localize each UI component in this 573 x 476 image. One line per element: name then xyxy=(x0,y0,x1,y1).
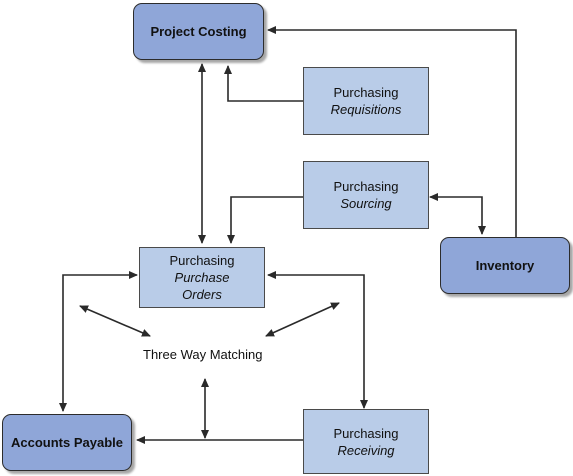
sourcing-inventory-arrow xyxy=(429,193,486,235)
matching-left-arrow xyxy=(79,305,151,337)
requisitions-line1: Purchasing xyxy=(333,85,399,100)
accounts-payable-label: Accounts Payable xyxy=(11,435,123,450)
purchase-orders-line3: Orders xyxy=(182,287,222,302)
inventory-label: Inventory xyxy=(475,258,535,273)
inventory-node: Inventory xyxy=(440,237,570,294)
sourcing-to-purchase-orders-arrow xyxy=(227,196,303,244)
accounts-payable-node: Accounts Payable xyxy=(2,414,132,471)
purchase-orders-node: Purchasing Purchase Orders xyxy=(139,247,265,308)
receiving-node: Purchasing Receiving xyxy=(303,409,429,474)
project-costing-label: Project Costing xyxy=(150,24,247,39)
inventory-to-project-costing-arrow xyxy=(267,26,517,237)
sourcing-line2: Sourcing xyxy=(340,196,392,211)
three-way-matching-label: Three Way Matching xyxy=(140,347,266,362)
purchase-orders-accounts-payable-arrow xyxy=(59,271,138,412)
receiving-line1: Purchasing xyxy=(333,425,399,441)
purchase-orders-line1: Purchasing xyxy=(169,253,235,268)
sourcing-node: Purchasing Sourcing xyxy=(303,161,429,229)
requisitions-node: Purchasing Requisitions xyxy=(303,67,429,135)
project-costing-node: Project Costing xyxy=(133,3,264,60)
matching-right-arrow xyxy=(265,302,340,337)
sourcing-line1: Purchasing xyxy=(333,179,399,194)
purchase-orders-receiving-arrow xyxy=(267,271,368,409)
requisitions-to-project-costing-arrow xyxy=(224,65,303,102)
receiving-line2: Receiving xyxy=(337,442,395,458)
requisitions-line2: Requisitions xyxy=(330,102,402,117)
purchase-orders-line2: Purchase xyxy=(174,270,230,285)
